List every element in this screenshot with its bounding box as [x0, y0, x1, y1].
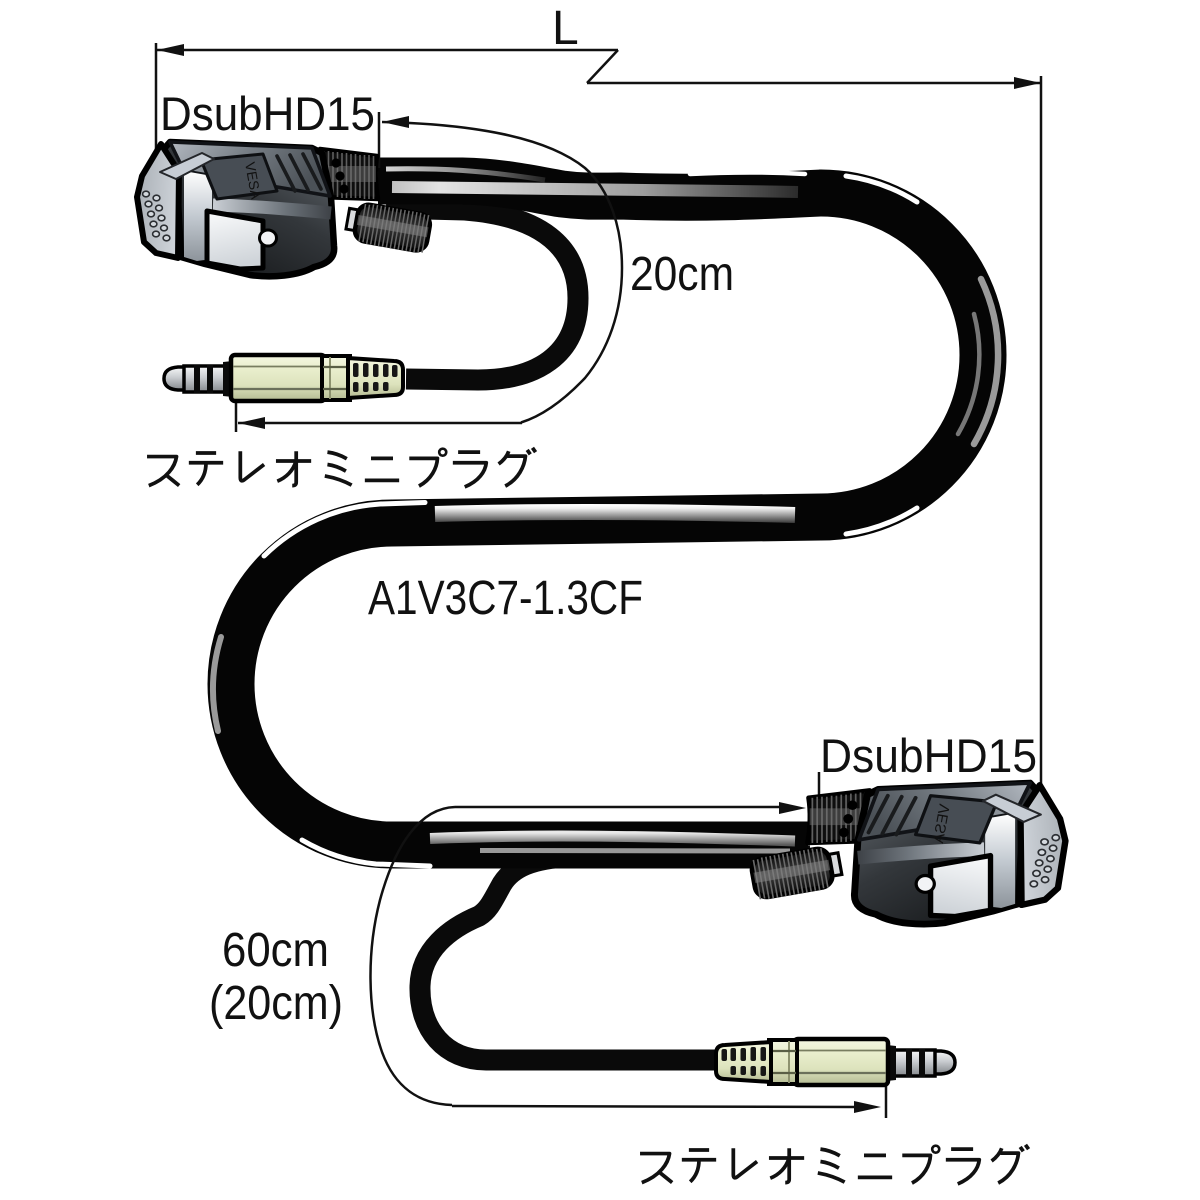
svg-text:DsubHD15: DsubHD15	[820, 729, 1037, 782]
svg-text:A1V3C7-1.3CF: A1V3C7-1.3CF	[368, 572, 643, 625]
svg-text:60cm: 60cm	[222, 924, 329, 977]
svg-text:DsubHD15: DsubHD15	[160, 87, 375, 140]
svg-text:20cm: 20cm	[630, 248, 734, 301]
svg-text:L: L	[552, 2, 579, 55]
svg-text:(20cm): (20cm)	[209, 977, 343, 1030]
